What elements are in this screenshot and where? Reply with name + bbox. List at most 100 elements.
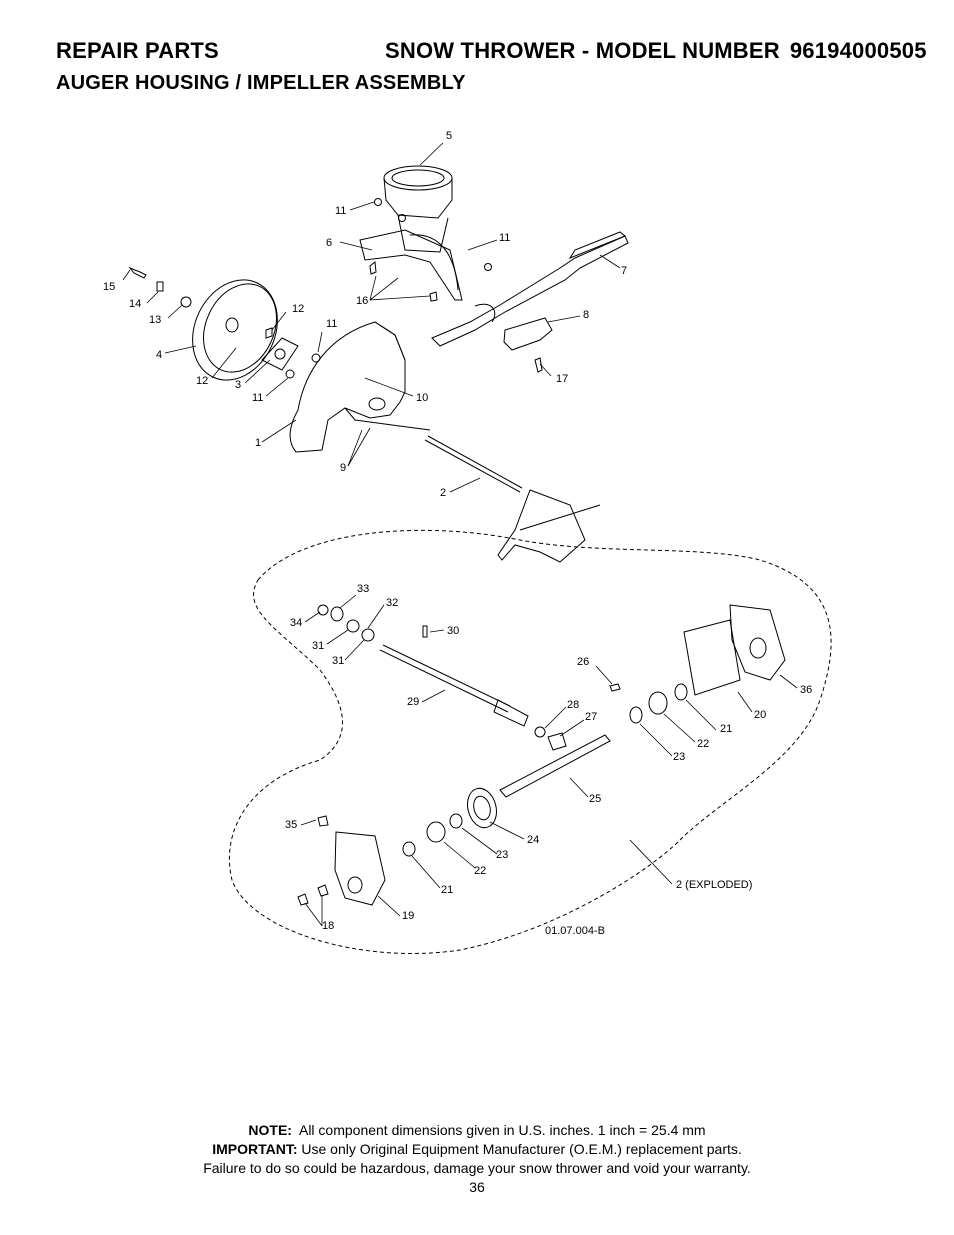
callout-label: 27 xyxy=(585,711,597,723)
callout-label: 11 xyxy=(499,232,510,244)
nut-11d-part xyxy=(374,198,382,206)
callout-label: 25 xyxy=(589,793,601,805)
nut-11b-part xyxy=(285,369,295,379)
callout-label: 3 xyxy=(235,379,241,391)
important-text: Use only Original Equipment Manufacturer… xyxy=(301,1141,742,1157)
washer-21b-part xyxy=(674,683,688,701)
callout-label: 12 xyxy=(292,303,304,315)
callout-label: 5 xyxy=(446,130,452,142)
callout-label: 31 xyxy=(312,640,324,652)
bolt-18b-part xyxy=(317,884,329,897)
gear-case-right-part xyxy=(729,604,786,681)
callout-label: 31 xyxy=(332,655,344,667)
callout-label: 11 xyxy=(326,318,337,330)
callout-label: 26 xyxy=(577,656,589,668)
callout-label: 12 xyxy=(196,375,208,387)
note-text: All component dimensions given in U.S. i… xyxy=(298,1122,706,1138)
washer-32a-part xyxy=(346,619,360,633)
washer-34-part xyxy=(317,604,329,616)
crank-handle-part xyxy=(431,231,629,347)
washer-32b-part xyxy=(361,628,375,642)
nut-11c-part xyxy=(484,263,492,271)
callout-label: 7 xyxy=(621,265,627,277)
callout-label: 32 xyxy=(386,597,398,609)
callout-label: 21 xyxy=(720,723,732,735)
fitting-35-part xyxy=(317,815,329,827)
callout-label: 34 xyxy=(290,617,302,629)
callout-label: 23 xyxy=(496,849,508,861)
callout-label: 11 xyxy=(252,392,263,404)
callout-label: 22 xyxy=(697,738,709,750)
key-26-part xyxy=(609,683,621,692)
callout-label: 24 xyxy=(527,834,539,846)
gasket-part xyxy=(683,619,741,696)
worm-shaft-part xyxy=(379,644,529,727)
washer-23a-part xyxy=(449,813,463,829)
callout-label: 35 xyxy=(285,819,297,831)
washer-23b-part xyxy=(629,706,643,724)
chute-bracket-part xyxy=(359,229,463,301)
callout-label: 17 xyxy=(556,373,568,385)
callout-label: 9 xyxy=(340,462,346,474)
page-number: 36 xyxy=(469,1179,485,1195)
impeller-shaft-part xyxy=(424,435,601,563)
flange-3-part xyxy=(261,337,299,371)
footer-important: IMPORTANT: Use only Original Equipment M… xyxy=(0,1140,954,1159)
crank-bracket-part xyxy=(503,317,553,351)
bolt-18a-part xyxy=(297,893,309,906)
important-label: IMPORTANT: xyxy=(212,1141,298,1157)
worm-gear-part xyxy=(467,787,497,829)
callout-label: 30 xyxy=(447,625,459,637)
pin-30-part xyxy=(422,625,428,638)
callout-label: 29 xyxy=(407,696,419,708)
washer-28-part xyxy=(534,726,546,738)
callout-label: 21 xyxy=(441,884,453,896)
exploded-label: 2 (EXPLODED) xyxy=(676,879,752,891)
callout-label: 10 xyxy=(416,392,428,404)
footer-note: NOTE: All component dimensions given in … xyxy=(0,1121,954,1140)
bushing-22a-part xyxy=(426,821,446,843)
header-model-label: SNOW THROWER - MODEL NUMBER xyxy=(385,38,780,63)
callout-label: 4 xyxy=(156,349,162,361)
callout-label: 19 xyxy=(402,910,414,922)
pulley-part xyxy=(192,279,278,381)
callout-label: 6 xyxy=(326,237,332,249)
callout-label: 18 xyxy=(322,920,334,932)
callout-label: 20 xyxy=(754,709,766,721)
callout-label: 13 xyxy=(149,314,161,326)
washer-13-part xyxy=(180,296,192,308)
bolt-17-part xyxy=(534,357,543,373)
auger-housing-part xyxy=(289,321,431,453)
washer-21a-part xyxy=(402,841,416,857)
leader-lines xyxy=(122,142,798,927)
header-model-number: 96194000505 xyxy=(789,38,927,63)
callout-label: 1 xyxy=(255,437,261,449)
nut-14-part xyxy=(156,281,164,292)
chute-part xyxy=(383,165,453,253)
nut-11e-part xyxy=(398,214,406,222)
bearing-33-part xyxy=(330,606,344,622)
gear-shaft-part xyxy=(499,734,611,798)
page-title: AUGER HOUSING / IMPELLER ASSEMBLY xyxy=(56,72,466,94)
parts-diagram: 5116117161514131281141231711101923332343… xyxy=(103,130,832,954)
callout-label: 36 xyxy=(800,684,812,696)
callout-label: 11 xyxy=(335,205,346,217)
callout-label: 28 xyxy=(567,699,579,711)
callout-label: 2 xyxy=(440,487,446,499)
callout-label: 23 xyxy=(673,751,685,763)
callout-label: 22 xyxy=(474,865,486,877)
bushing-22b-part xyxy=(648,691,668,715)
callout-label: 16 xyxy=(356,295,368,307)
diagram-code: 01.07.004-B xyxy=(545,925,605,937)
bushing-27-part xyxy=(547,732,567,751)
bolt-15-part xyxy=(128,266,147,279)
callout-label: 14 xyxy=(129,298,141,310)
callout-label: 33 xyxy=(357,583,369,595)
header-repair-parts: REPAIR PARTS xyxy=(56,38,219,63)
header-model-title: SNOW THROWER - MODEL NUMBER 96194000505 xyxy=(385,38,927,64)
footer-warning: Failure to do so could be hazardous, dam… xyxy=(203,1160,751,1176)
callout-label: 15 xyxy=(103,281,115,293)
note-label: NOTE: xyxy=(248,1122,292,1138)
gear-case-left-part xyxy=(334,831,386,906)
callout-label: 8 xyxy=(583,309,589,321)
